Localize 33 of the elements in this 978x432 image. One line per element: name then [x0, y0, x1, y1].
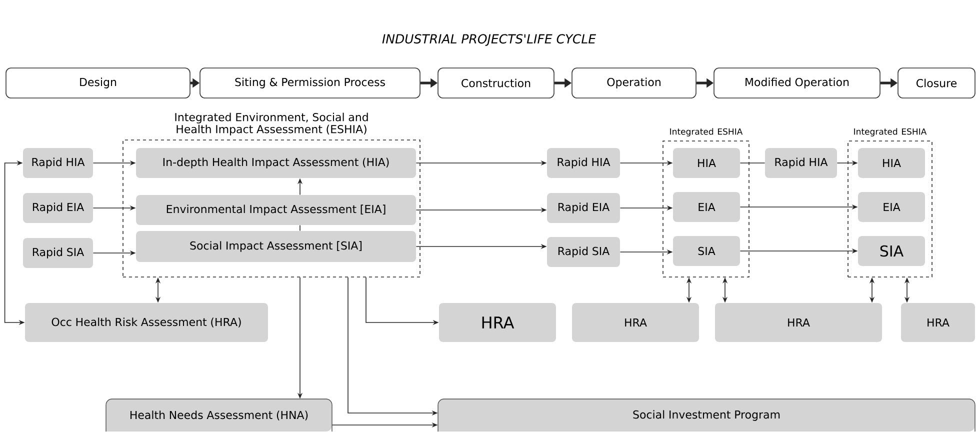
assessment-box: HIA — [858, 148, 925, 178]
group-heading: Integrated ESHIA — [854, 128, 927, 136]
stage-box: Design — [6, 68, 190, 98]
group-heading: Integrated ESHIA — [670, 128, 743, 136]
assessment-box: In-depth Health Impact Assessment (HIA) — [136, 148, 416, 178]
assessment-box: HRA — [715, 303, 882, 342]
assessment-box: Rapid EIA — [23, 193, 93, 223]
assessment-box: HRA — [439, 303, 556, 342]
stage-box: Closure — [898, 68, 976, 98]
stage-box: Modified Operation — [714, 68, 880, 98]
assessment-box: EIA — [673, 192, 740, 222]
assessment-box: Rapid HIA — [23, 148, 93, 178]
title: INDUSTRIAL PROJECTS'LIFE CYCLE — [382, 34, 596, 46]
assessment-box: Rapid EIA — [547, 193, 620, 223]
assessment-box: Occ Health Risk Assessment (HRA) — [25, 303, 268, 342]
assessment-box: Rapid HIA — [765, 148, 837, 178]
assessment-box: EIA — [858, 192, 925, 222]
assessment-box: Rapid SIA — [23, 238, 93, 268]
assessment-box: HIA — [673, 148, 740, 178]
assessment-box: HRA — [901, 303, 975, 342]
stage-box: Operation — [572, 68, 696, 98]
assessment-box: Environmental Impact Assessment [EIA] — [136, 195, 416, 225]
assessment-box: HRA — [572, 303, 699, 342]
program-box: Health Needs Assessment (HNA) — [106, 398, 332, 432]
assessment-box: Rapid SIA — [547, 237, 620, 267]
assessment-box: SIA — [858, 236, 925, 266]
assessment-box: Rapid HIA — [547, 148, 620, 178]
group-heading: Integrated Environment, Social and Health Impact Assessment (ESHIA) — [175, 112, 368, 136]
assessment-box: SIA — [673, 236, 740, 266]
stage-box: Siting & Permission Process — [200, 68, 420, 98]
assessment-box: Social Impact Assessment [SIA] — [136, 231, 416, 262]
program-box: Social Investment Program — [438, 398, 976, 432]
stage-box: Construction — [438, 68, 554, 98]
